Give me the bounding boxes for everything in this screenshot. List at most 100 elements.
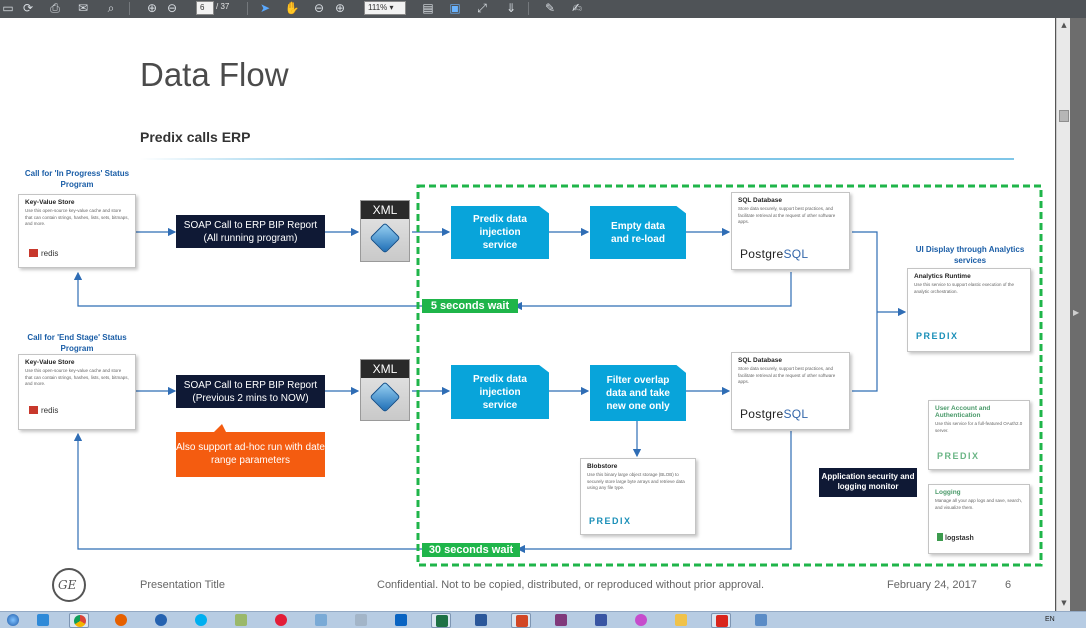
empty-reload-step: Empty data and re-load bbox=[590, 206, 686, 259]
powerpoint-icon bbox=[516, 615, 528, 627]
app-icon bbox=[155, 614, 167, 626]
kv-store-card-1: Key-Value Store Use this open-source key… bbox=[18, 194, 136, 268]
uaa-title: User Account and Authentication bbox=[935, 405, 991, 419]
expand-panel-icon[interactable]: ▶ bbox=[1073, 308, 1080, 317]
folder-icon[interactable]: ▭ bbox=[2, 1, 14, 15]
taskbar-notepad[interactable] bbox=[231, 613, 251, 628]
slide-subtitle: Predix calls ERP bbox=[140, 129, 251, 145]
scroll-up-icon[interactable]: ▲ bbox=[1061, 21, 1067, 29]
injection-service-2: Predix data injection service bbox=[451, 365, 549, 419]
postgresql-logo: PostgreSQL bbox=[740, 247, 809, 261]
firefox-icon bbox=[115, 614, 127, 626]
xml-file-icon-1: XML bbox=[360, 200, 410, 262]
taskbar-ie[interactable] bbox=[33, 613, 53, 628]
email-icon[interactable]: ✉ bbox=[77, 1, 89, 15]
taskbar-tool[interactable] bbox=[311, 613, 331, 628]
word-icon bbox=[475, 614, 487, 626]
taskbar-itunes[interactable] bbox=[631, 613, 651, 628]
zoom-select[interactable]: 111% ▾ bbox=[364, 1, 406, 15]
f5-icon bbox=[275, 614, 287, 626]
wait-30-seconds: 30 seconds wait bbox=[422, 543, 520, 557]
taskbar-word[interactable] bbox=[471, 613, 491, 628]
sign-icon[interactable]: ✍ bbox=[571, 1, 583, 15]
footer-confidential: Confidential. Not to be copied, distribu… bbox=[377, 579, 765, 591]
xml-label: XML bbox=[361, 201, 409, 219]
uaa-desc: Use this service for a full-featured OAu… bbox=[935, 421, 1023, 433]
cloud-sync-icon[interactable]: ⟳ bbox=[22, 1, 34, 15]
pdf-toolbar: ▭ ⟳ ⎙ ✉ ⌕ ⊕ ⊖ 6 / 37 ➤ ✋ ⊖ ⊕ 111% ▾ ▤ ▣ … bbox=[0, 0, 1086, 18]
ui-display-heading: UI Display through Analytics services bbox=[915, 245, 1025, 265]
kv-store-card-2: Key-Value Store Use this open-source key… bbox=[18, 354, 136, 430]
app-security-label: Application security and logging monitor bbox=[819, 468, 917, 497]
comment-icon[interactable]: ✎ bbox=[544, 1, 556, 15]
sql-database-card-1: SQL Database Store data securely, suppor… bbox=[731, 192, 850, 270]
xml-file-icon-2: XML bbox=[360, 359, 410, 421]
xml-label: XML bbox=[361, 360, 409, 378]
fullscreen-icon[interactable]: ⤢ bbox=[477, 1, 487, 15]
kv-store-title: Key-Value Store bbox=[25, 359, 75, 366]
excel-icon bbox=[436, 615, 448, 627]
ge-monogram: GE bbox=[58, 578, 77, 592]
zoom-in-icon[interactable]: ⊕ bbox=[334, 1, 346, 15]
next-page-icon[interactable]: ⊖ bbox=[166, 1, 178, 15]
xml-gem-icon bbox=[369, 381, 401, 413]
zoom-out-icon[interactable]: ⊖ bbox=[313, 1, 325, 15]
injection-service-1: Predix data injection service bbox=[451, 206, 549, 259]
connector-sql-merge bbox=[852, 231, 878, 392]
page-number-input[interactable]: 6 bbox=[196, 1, 214, 15]
predix-zone bbox=[416, 184, 1043, 567]
sql-database-card-2: SQL Database Store data securely, suppor… bbox=[731, 352, 850, 430]
sql-db-title: SQL Database bbox=[738, 357, 782, 364]
itunes-icon bbox=[635, 614, 647, 626]
select-cursor-icon[interactable]: ➤ bbox=[259, 1, 271, 15]
analytics-runtime-title: Analytics Runtime bbox=[914, 273, 971, 280]
notepad-icon bbox=[235, 614, 247, 626]
sql-db-desc: Store data securely, support best practi… bbox=[738, 206, 836, 224]
language-indicator[interactable]: EN bbox=[1045, 616, 1055, 623]
onenote-icon bbox=[555, 614, 567, 626]
kv-store-desc: Use this open-source key-value cache and… bbox=[25, 368, 129, 386]
predix-logo: PREDIX bbox=[916, 331, 959, 341]
taskbar-excel[interactable] bbox=[431, 613, 451, 628]
footer-page-number: 6 bbox=[1005, 579, 1012, 591]
taskbar-powerpoint[interactable] bbox=[511, 613, 531, 628]
side-panel-gutter: ▶ bbox=[1070, 18, 1086, 611]
chrome-icon bbox=[74, 615, 86, 627]
logging-card: Logging Manage all your app logs and sav… bbox=[928, 484, 1030, 554]
taskbar-outlook[interactable] bbox=[391, 613, 411, 628]
fit-page-icon[interactable]: ▤ bbox=[422, 1, 434, 15]
predix-logo: PREDIX bbox=[937, 451, 980, 461]
vertical-scrollbar[interactable]: ▲ ▼ bbox=[1056, 18, 1070, 611]
taskbar-f5[interactable] bbox=[271, 613, 291, 628]
sql-db-desc: Store data securely, support best practi… bbox=[738, 366, 836, 384]
start-button[interactable] bbox=[3, 613, 23, 628]
kv-store-desc: Use this open-source key-value cache and… bbox=[25, 208, 129, 226]
taskbar-skype[interactable] bbox=[191, 613, 211, 628]
footer-presentation-title: Presentation Title bbox=[140, 579, 225, 591]
taskbar-remote[interactable] bbox=[751, 613, 771, 628]
taskbar-onenote[interactable] bbox=[551, 613, 571, 628]
read-mode-icon[interactable]: ⇓ bbox=[505, 1, 517, 15]
row2-heading: Call for 'End Stage' Status Program bbox=[27, 333, 127, 353]
taskbar-visio[interactable] bbox=[591, 613, 611, 628]
fit-width-icon[interactable]: ▣ bbox=[449, 1, 461, 15]
remote-desktop-icon bbox=[755, 614, 767, 626]
scroll-down-icon[interactable]: ▼ bbox=[1061, 599, 1067, 607]
sql-db-title: SQL Database bbox=[738, 197, 782, 204]
hand-tool-icon[interactable]: ✋ bbox=[284, 1, 300, 15]
taskbar-chrome[interactable] bbox=[69, 613, 89, 628]
prev-page-icon[interactable]: ⊕ bbox=[146, 1, 158, 15]
taskbar-app[interactable] bbox=[151, 613, 171, 628]
scroll-thumb[interactable] bbox=[1059, 110, 1069, 122]
logstash-logo: logstash bbox=[937, 533, 974, 542]
taskbar-calc[interactable] bbox=[351, 613, 371, 628]
arrow-wait30-kv2 bbox=[73, 432, 422, 550]
taskbar-explorer[interactable] bbox=[671, 613, 691, 628]
predix-logo: PREDIX bbox=[589, 516, 632, 526]
taskbar-acrobat[interactable] bbox=[711, 613, 731, 628]
arrow-wait5-kv1 bbox=[73, 271, 422, 307]
search-icon[interactable]: ⌕ bbox=[107, 1, 115, 15]
print-icon[interactable]: ⎙ bbox=[50, 1, 60, 15]
acrobat-icon bbox=[716, 615, 728, 627]
taskbar-firefox[interactable] bbox=[111, 613, 131, 628]
